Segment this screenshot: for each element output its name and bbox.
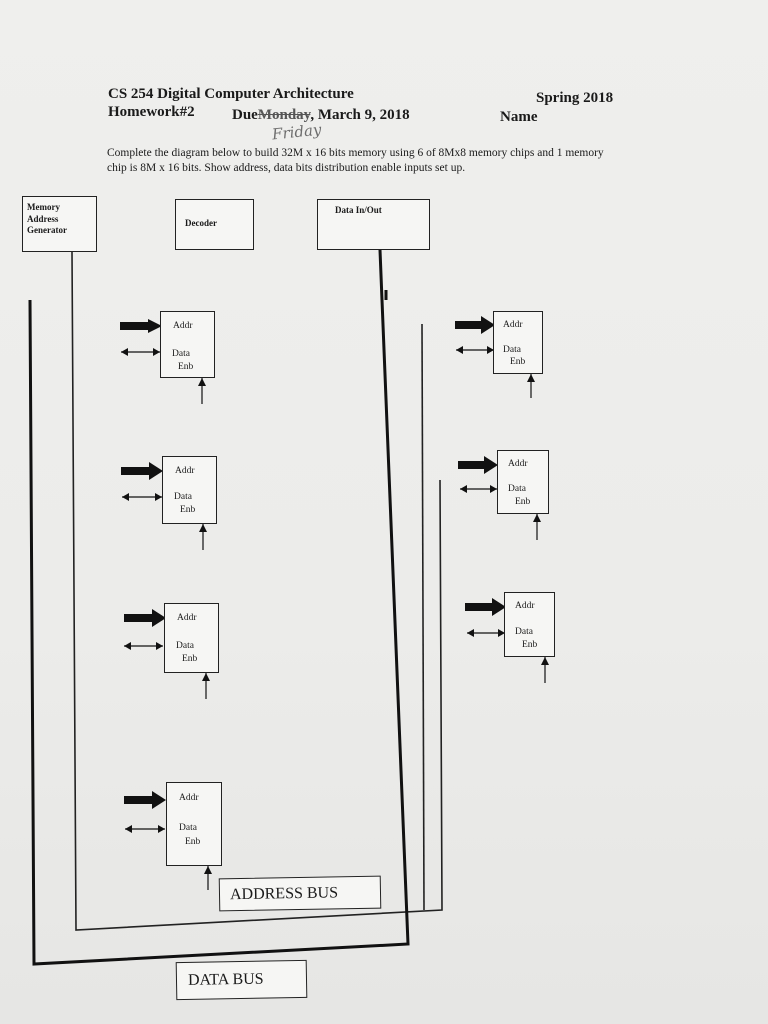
chip-addr-label: Addr [508,459,528,469]
chip-data-label: Data [172,349,190,359]
chip-enb-label: Enb [515,497,531,507]
chip-data-label: Data [503,345,521,355]
memory-chip-right-2: Addr Data Enb [497,450,549,514]
chip-data-label: Data [174,492,192,502]
due-date: , March 9, 2018 [310,107,410,123]
chip-enb-label: Enb [178,362,194,372]
chip-enb-label: Enb [522,640,538,650]
address-bus-wire [71,251,443,931]
due-line: DueMonday, March 9, 2018 [232,107,410,124]
memory-chip-left-1: Addr Data Enb [160,311,215,378]
memory-address-generator-box: Memory Address Generator [22,196,97,252]
chip-enb-label: Enb [182,654,198,664]
memory-chip-left-2: Addr Data Enb [162,456,217,524]
chip-addr-label: Addr [175,466,195,476]
data-bus-wire [28,249,410,966]
decoder-box: Decoder [175,199,254,250]
data-in-out-box: Data In/Out [317,199,430,250]
memory-chip-right-3: Addr Data Enb [504,592,555,657]
chip-data-label: Data [515,627,533,637]
chip-arrows-left [120,319,212,890]
mag-line-3: Generator [27,225,67,235]
memory-chip-right-1: Addr Data Enb [493,311,543,374]
chip-arrows-right [455,316,549,683]
due-label: Due [232,107,258,123]
chip-data-label: Data [176,641,194,651]
name-label: Name [500,109,538,125]
address-bus-label-box: ADDRESS BUS [218,875,382,912]
chip-enb-label: Enb [510,357,526,367]
course-title: CS 254 Digital Computer Architecture [108,86,354,102]
mag-line-1: Memory [27,202,60,212]
chip-addr-label: Addr [179,793,199,803]
mag-line-2: Address [27,213,59,224]
chip-data-label: Data [179,823,197,833]
address-bus-right-wire [421,323,425,911]
memory-chip-left-4: Addr Data Enb [166,782,222,866]
instructions-line-2: chip is 8M x 16 bits. Show address, data… [107,162,466,174]
chip-addr-label: Addr [515,601,535,611]
instructions-line-1: Complete the diagram below to build 32M … [107,147,604,159]
term-label: Spring 2018 [536,90,614,106]
decoder-label: Decoder [185,218,217,228]
chip-addr-label: Addr [173,321,193,331]
address-bus-label: ADDRESS BUS [229,884,339,904]
chip-data-label: Data [508,484,526,494]
chip-addr-label: Addr [177,613,197,623]
data-bus-label: DATA BUS [187,970,264,989]
chip-enb-label: Enb [185,837,201,847]
data-in-out-label: Data In/Out [335,205,382,215]
chip-addr-label: Addr [503,320,523,330]
due-struck-day: Monday [257,107,311,123]
homework-label: Homework#2 [108,104,195,120]
chip-enb-label: Enb [180,505,196,515]
memory-chip-left-3: Addr Data Enb [164,603,219,673]
data-bus-label-box: DATA BUS [175,959,308,1001]
